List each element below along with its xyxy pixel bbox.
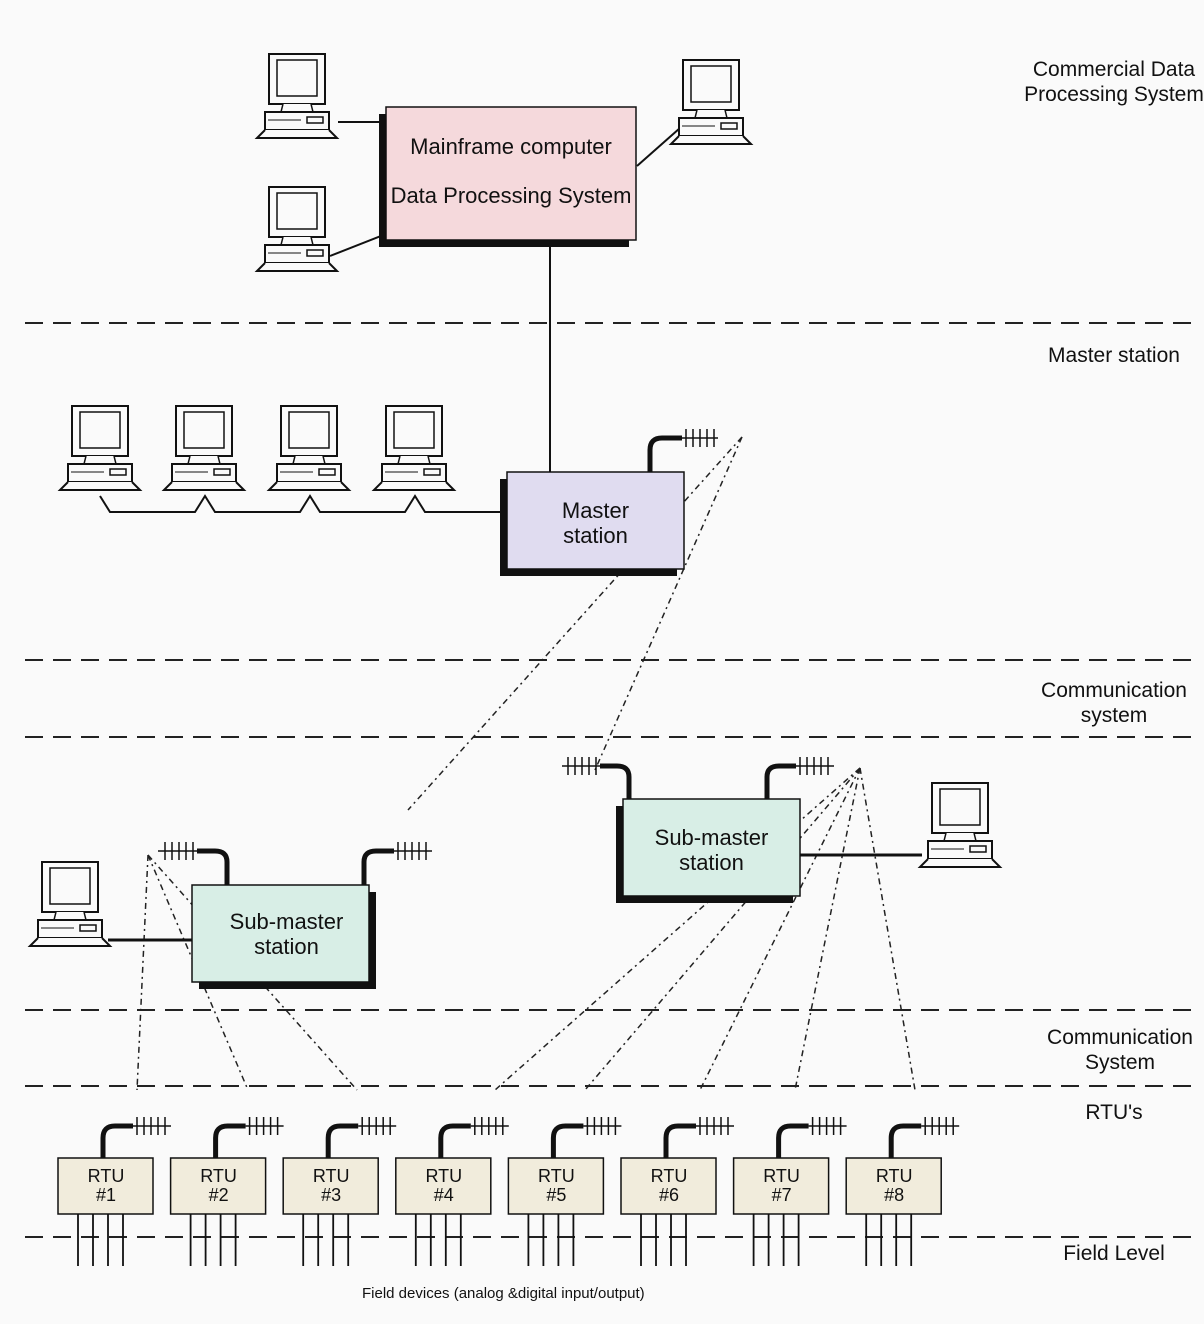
- sub-master-station-right[interactable]: [616, 798, 801, 903]
- sub-master-station-left[interactable]: [191, 884, 376, 989]
- antenna-icon: [663, 1117, 734, 1158]
- wire: [99, 494, 500, 513]
- sub-master-right-label: Sub-master station: [654, 825, 769, 875]
- antenna-icon: [562, 757, 632, 799]
- antenna-icon: [550, 1117, 622, 1158]
- master-station-label: Master station: [561, 498, 630, 548]
- computer-icon[interactable]: [59, 405, 141, 491]
- rtu-label: RTU #8: [875, 1166, 913, 1205]
- computer-icon[interactable]: [256, 186, 338, 272]
- layer-label-field: Field Level: [1063, 1242, 1165, 1265]
- wire: [636, 127, 681, 167]
- rtu-box[interactable]: [169, 1117, 284, 1266]
- rtu-box[interactable]: [845, 1117, 960, 1266]
- layer-label-comm1: Communication system: [1041, 679, 1187, 727]
- antenna-icon: [776, 1117, 847, 1158]
- radio-link: [147, 854, 358, 1091]
- computer-icon[interactable]: [373, 405, 455, 491]
- mainframe-label-line1: Mainframe computer: [410, 134, 612, 159]
- radio-link: [147, 854, 249, 1091]
- rtu-label: RTU #1: [87, 1166, 125, 1205]
- antenna-icon: [325, 1117, 397, 1158]
- rtu-box[interactable]: [732, 1117, 847, 1266]
- radio-link: [407, 436, 743, 811]
- radio-link: [699, 767, 861, 1091]
- rtu-label: RTU #7: [763, 1166, 800, 1205]
- computer-icon[interactable]: [919, 782, 1001, 868]
- rtu-group: [57, 1117, 960, 1266]
- rtu-label: RTU #2: [200, 1166, 237, 1205]
- layer-label-commercial: Commercial Data Processing System: [1024, 58, 1204, 106]
- computer-icon[interactable]: [256, 53, 338, 139]
- rtu-box[interactable]: [507, 1117, 622, 1266]
- mainframe-label-line2: Data Processing System: [390, 183, 632, 208]
- field-devices-caption: Field devices (analog &digital input/out…: [362, 1285, 645, 1302]
- antenna-icon: [158, 842, 230, 885]
- wire: [329, 233, 387, 257]
- rtu-box[interactable]: [57, 1117, 171, 1266]
- radio-link: [136, 854, 149, 1091]
- antenna-icon: [361, 842, 432, 885]
- radio-links: [136, 436, 916, 1091]
- antenna-icon: [764, 757, 834, 799]
- layer-label-master: Master station: [1048, 344, 1180, 367]
- antenna-icon: [647, 429, 718, 472]
- rtu-box[interactable]: [282, 1117, 397, 1266]
- wired-links: [99, 121, 922, 942]
- radio-link: [859, 767, 916, 1091]
- antenna-icon: [100, 1117, 171, 1158]
- rtu-box[interactable]: [395, 1117, 509, 1266]
- mainframe-box[interactable]: [379, 106, 637, 247]
- antenna-icon: [438, 1117, 509, 1158]
- layer-label-comm2: Communication System: [1047, 1026, 1193, 1074]
- master-station-box[interactable]: [500, 471, 685, 576]
- antenna-icon: [888, 1117, 960, 1158]
- rtu-label: RTU #4: [425, 1166, 463, 1205]
- computer-icon[interactable]: [268, 405, 350, 491]
- computer-icon[interactable]: [29, 861, 111, 947]
- rtu-label: RTU #5: [538, 1166, 575, 1205]
- layer-label-rtus: RTU's: [1085, 1101, 1143, 1124]
- rtu-box[interactable]: [620, 1117, 734, 1266]
- radio-link: [794, 767, 861, 1091]
- computer-icon[interactable]: [163, 405, 245, 491]
- sub-master-left-label: Sub-master station: [229, 909, 344, 959]
- computer-icon[interactable]: [670, 59, 752, 145]
- radio-link: [584, 767, 861, 1091]
- rtu-label: RTU #6: [650, 1166, 688, 1205]
- antenna-icon: [213, 1117, 284, 1158]
- rtu-label: RTU #3: [312, 1166, 350, 1205]
